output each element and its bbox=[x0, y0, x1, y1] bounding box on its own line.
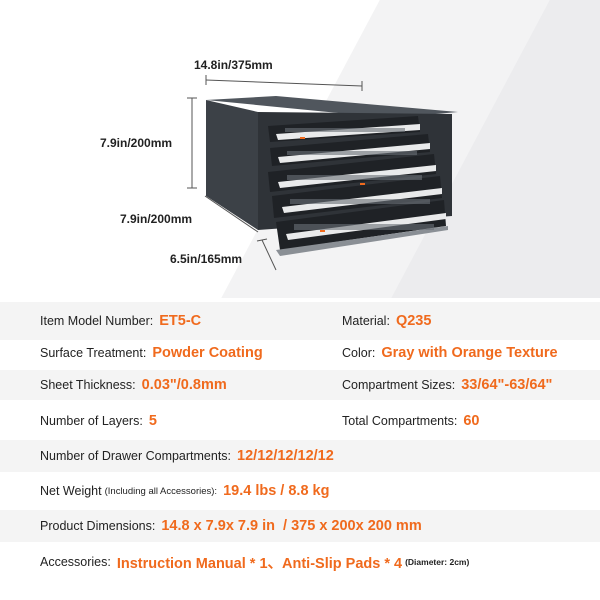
drawer-compartments: Number of Drawer Compartments: 12/12/12/… bbox=[40, 440, 334, 472]
cabinet-side bbox=[206, 100, 258, 230]
spec-row: Number of Drawer Compartments: 12/12/12/… bbox=[0, 440, 600, 472]
orange-texture-accent bbox=[300, 137, 365, 232]
model-number-value: ET5-C bbox=[159, 313, 202, 329]
material: Material: Q235 bbox=[342, 302, 431, 340]
net-weight-label: Net Weight bbox=[40, 484, 102, 498]
height-dimension-label: 7.9in/200mm bbox=[100, 136, 173, 150]
drawer-depth-dimension-line bbox=[261, 239, 277, 271]
drawer-cabinet-illustration bbox=[187, 75, 458, 271]
spec-row: Surface Treatment: Powder Coating Color:… bbox=[0, 340, 600, 366]
depth-dimension-label: 7.9in/200mm bbox=[120, 212, 193, 226]
accessories: Accessories: Instruction Manual * 1、Anti… bbox=[40, 546, 469, 578]
cabinet-top bbox=[206, 96, 458, 118]
material-label: Material: bbox=[342, 314, 390, 328]
layers-value: 5 bbox=[148, 413, 157, 429]
accessories-label: Accessories: bbox=[40, 555, 111, 569]
net-weight-value: 19.4 lbs / 8.8 kg bbox=[223, 483, 330, 499]
drawer-depth-dimension-label: 6.5in/165mm bbox=[170, 252, 243, 266]
spec-row: Sheet Thickness: 0.03"/0.8mm Compartment… bbox=[0, 370, 600, 400]
net-weight-note: (Including all Accessories): bbox=[104, 485, 218, 497]
spec-row: Accessories: Instruction Manual * 1、Anti… bbox=[0, 546, 600, 578]
total-compartments: Total Compartments: 60 bbox=[342, 404, 479, 438]
product-dimensions-label: Product Dimensions: bbox=[40, 519, 156, 533]
model-number-label: Item Model Number: bbox=[40, 314, 154, 328]
net-weight: Net Weight (Including all Accessories): … bbox=[40, 476, 329, 506]
accessories-value: Instruction Manual * 1、Anti-Slip Pads * … bbox=[116, 555, 403, 572]
sheet-thickness: Sheet Thickness: 0.03"/0.8mm bbox=[40, 370, 227, 400]
sheet-thickness-value: 0.03"/0.8mm bbox=[141, 377, 227, 393]
surface-treatment-value: Powder Coating bbox=[152, 345, 263, 361]
drawer-compartments-value: 12/12/12/12/12 bbox=[237, 448, 334, 464]
model-number: Item Model Number: ET5-C bbox=[40, 302, 201, 340]
width-dimension-label: 14.8in/375mm bbox=[194, 58, 273, 72]
color-label: Color: bbox=[342, 346, 376, 360]
depth-dimension-line bbox=[204, 195, 259, 233]
spec-row: Product Dimensions: 14.8 x 7.9x 7.9 in /… bbox=[0, 510, 600, 542]
material-value: Q235 bbox=[395, 313, 432, 329]
compartment-sizes: Compartment Sizes: 33/64"-63/64" bbox=[342, 370, 552, 400]
surface-treatment-label: Surface Treatment: bbox=[40, 346, 147, 360]
spec-row: Net Weight (Including all Accessories): … bbox=[0, 476, 600, 506]
width-dimension-line bbox=[205, 79, 363, 87]
drawer-compartments-label: Number of Drawer Compartments: bbox=[40, 449, 232, 463]
product-dimensions: Product Dimensions: 14.8 x 7.9x 7.9 in /… bbox=[40, 510, 422, 542]
spec-row: Number of Layers: 5 Total Compartments: … bbox=[0, 404, 600, 438]
drill-bit-texture bbox=[285, 128, 434, 230]
product-hero: 14.8in/375mm 7.9in/200mm 7.9in/200mm 6.5… bbox=[0, 0, 600, 298]
sheet-thickness-label: Sheet Thickness: bbox=[40, 378, 136, 392]
spec-row: Item Model Number: ET5-C Material: Q235 bbox=[0, 302, 600, 340]
compartment-sizes-label: Compartment Sizes: bbox=[342, 378, 456, 392]
accessories-note: (Diameter: 2cm) bbox=[405, 557, 470, 567]
number-of-layers: Number of Layers: 5 bbox=[40, 404, 157, 438]
total-compartments-label: Total Compartments: bbox=[342, 414, 458, 428]
surface-treatment: Surface Treatment: Powder Coating bbox=[40, 340, 263, 366]
compartment-sizes-value: 33/64"-63/64" bbox=[461, 377, 553, 393]
total-compartments-value: 60 bbox=[463, 413, 480, 429]
color-value: Gray with Orange Texture bbox=[381, 345, 558, 361]
product-dimensions-value: 14.8 x 7.9x 7.9 in / 375 x 200x 200 mm bbox=[161, 518, 422, 534]
spec-table: Item Model Number: ET5-C Material: Q235 … bbox=[0, 298, 600, 600]
color-spec: Color: Gray with Orange Texture bbox=[342, 340, 558, 366]
layers-label: Number of Layers: bbox=[40, 414, 143, 428]
